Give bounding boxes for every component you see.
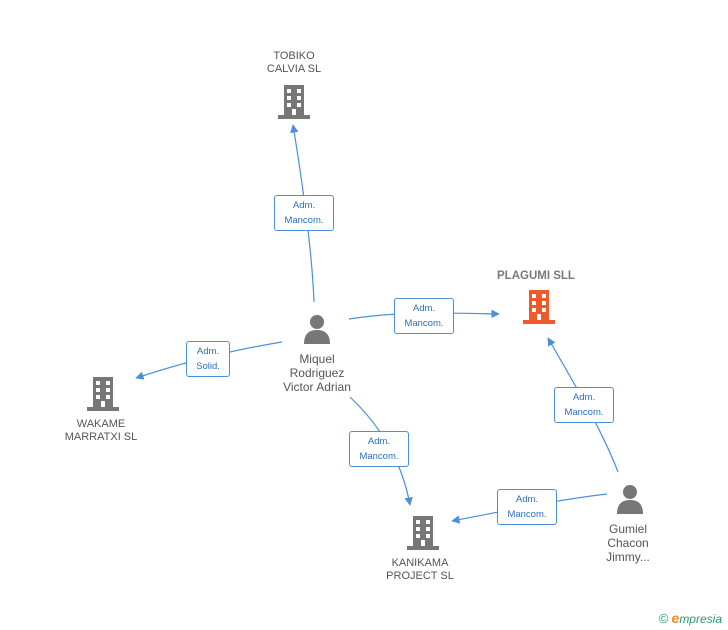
edge-label-line: Mancom. (404, 318, 444, 329)
edge-label-line: Adm. (196, 346, 220, 357)
node-label-line: CALVIA SL (266, 63, 322, 75)
building-icon-kanikama[interactable] (407, 516, 439, 550)
node-label-line: MARRATXI SL (64, 431, 138, 443)
person-icon-gumiel[interactable] (617, 485, 643, 514)
edge-label-line: Adm. (412, 303, 436, 314)
edge-label-miquel-wakame[interactable]: Adm. Solid. (186, 341, 230, 377)
edge-label-line: Mancom. (359, 451, 399, 462)
edge-label-miquel-kanikama[interactable]: Adm. Mancom. (349, 431, 409, 467)
building-icon-plagumi[interactable] (523, 290, 555, 324)
node-label-line: PLAGUMI SLL (497, 270, 575, 282)
node-label-line: Victor Adrian (283, 380, 351, 394)
edge-label-line: Adm. (572, 392, 596, 403)
building-icon-wakame[interactable] (87, 377, 119, 411)
edge-label-miquel-plagumi[interactable]: Adm. Mancom. (394, 298, 454, 334)
brand-initial: e (671, 610, 680, 626)
node-label-line: Gumiel (608, 522, 647, 536)
edge-label-line: Mancom. (507, 509, 547, 520)
edge-label-line: Adm. (515, 494, 539, 505)
node-label-wakame[interactable]: WAKAME MARRATXI SL (56, 418, 146, 444)
node-label-kanikama[interactable]: KANIKAMA PROJECT SL (375, 557, 465, 583)
person-icon-miquel[interactable] (304, 315, 330, 344)
edge-label-gumiel-kanikama[interactable]: Adm. Mancom. (497, 489, 557, 525)
edge-label-line: Mancom. (284, 215, 324, 226)
node-label-line: KANIKAMA (391, 557, 449, 569)
node-label-plagumi[interactable]: PLAGUMI SLL (486, 270, 586, 283)
node-label-line: Jimmy... (606, 550, 650, 564)
edge-label-line: Solid. (196, 361, 220, 372)
node-label-line: PROJECT SL (386, 570, 454, 582)
node-label-gumiel[interactable]: Gumiel Chacon Jimmy... (592, 522, 664, 564)
node-label-line: WAKAME (76, 418, 126, 430)
node-label-line: TOBIKO (273, 50, 315, 62)
node-label-tobiko[interactable]: TOBIKO CALVIA SL (254, 50, 334, 76)
building-icon-tobiko[interactable] (278, 85, 310, 119)
edge-label-line: Mancom. (564, 407, 604, 418)
edge-label-gumiel-plagumi[interactable]: Adm. Mancom. (554, 387, 614, 423)
copyright-icon: © (658, 611, 669, 626)
node-label-line: Chacon (607, 536, 649, 550)
edge-label-line: Adm. (367, 436, 391, 447)
node-label-line: Miquel (299, 352, 335, 366)
edge-label-miquel-tobiko[interactable]: Adm. Mancom. (274, 195, 334, 231)
brand-name: mpresia (679, 612, 722, 626)
edge-label-line: Adm. (292, 200, 316, 211)
node-label-line: Rodriguez (289, 366, 345, 380)
node-label-miquel[interactable]: Miquel Rodriguez Victor Adrian (272, 352, 362, 394)
brand-logo: ©empresia (659, 610, 722, 626)
